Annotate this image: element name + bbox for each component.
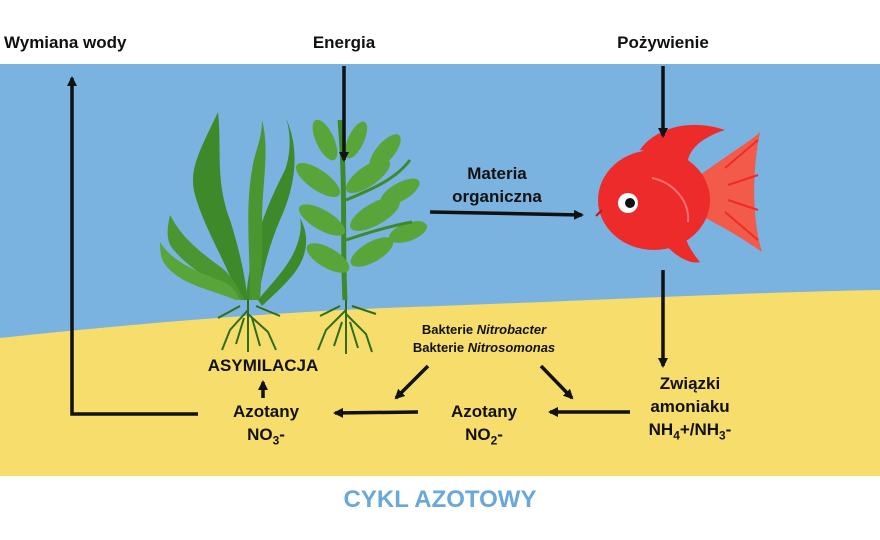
label-bacteria-nitrobacter: Bakterie Nitrobacter [421,322,547,337]
label-nitrates-formula: NO3- [247,425,285,448]
label-nitrites: Azotany NO2- [451,400,517,452]
fish-icon [595,124,762,263]
arrow-organic-matter [429,209,584,220]
label-water-exchange: Wymiana wody [4,33,127,52]
arrow-nitrites-to-nitrates [333,407,419,418]
leafy-plant-icon [295,119,428,354]
label-bacteria-nitrosomonas: Bakterie Nitrosomonas [412,340,556,355]
label-ammonia: Związki amoniaku NH4+/NH3- [649,372,732,447]
label-organic-matter: Materia organiczna [452,162,542,208]
label-energy: Energia [312,33,376,52]
arrow-nitrosomonas [539,364,574,400]
label-nitrates: Azotany NO3- [233,400,299,452]
label-ammonia-formula: NH4+/NH3- [648,420,732,443]
grass-plant-icon [160,112,307,352]
label-organic-line-1: Materia [467,164,527,183]
label-bacteria: Bakterie Nitrobacter Bakterie Nitrosomon… [413,321,555,357]
label-organic-line-2: organiczna [452,187,542,206]
arrow-nitrobacter [394,364,430,400]
label-nitrites-name: Azotany [450,402,518,421]
label-assimilation: ASYMILACJA [207,356,319,375]
diagram-title: CYKL AZOTOWY [343,486,537,513]
label-ammonia-line-1: Związki [659,374,721,393]
label-ammonia-line-2: amoniaku [650,397,730,416]
label-nitrites-formula: NO2- [465,425,503,448]
label-nitrates-name: Azotany [232,402,300,421]
label-food: Pożywienie [617,33,709,52]
arrow-water-exchange [67,76,198,416]
sand-ground [0,290,880,476]
